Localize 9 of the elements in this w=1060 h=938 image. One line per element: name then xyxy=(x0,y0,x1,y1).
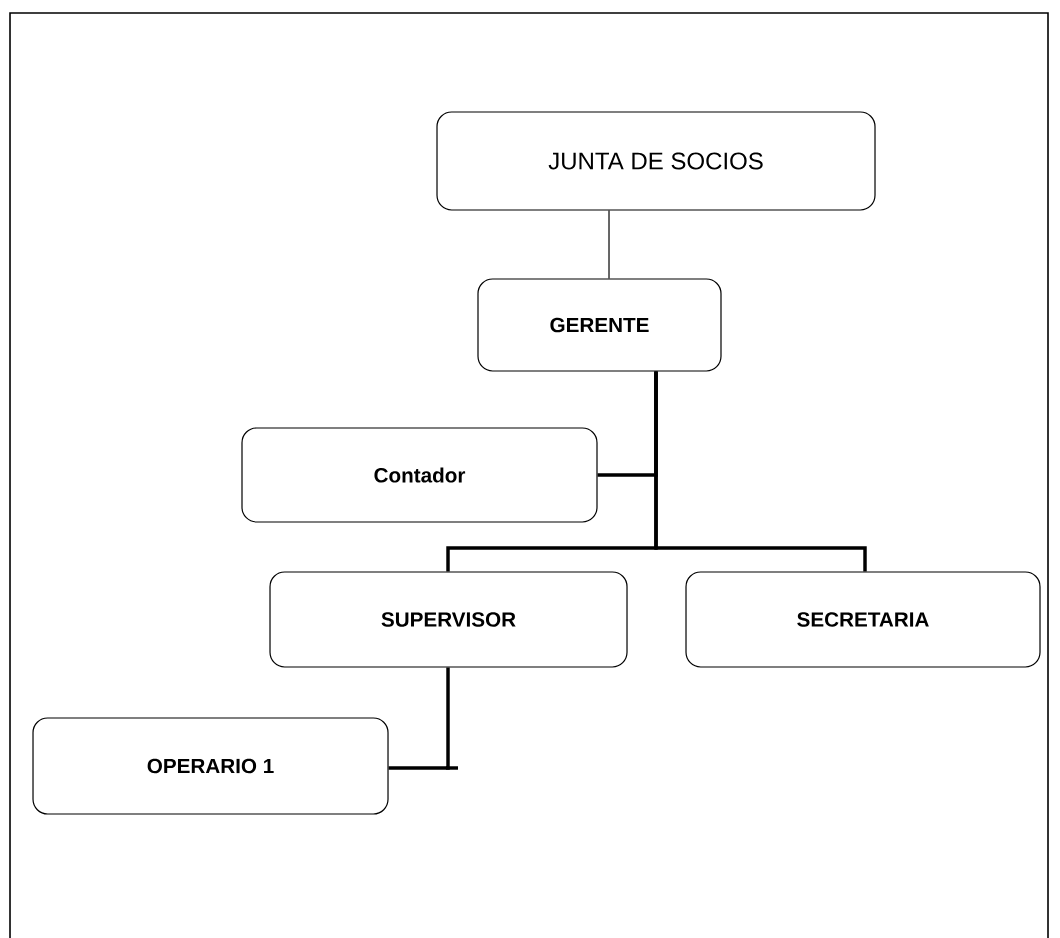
org-box: SECRETARIA xyxy=(685,571,1041,668)
org-box: GERENTE xyxy=(477,278,722,372)
connector-line xyxy=(388,667,450,770)
connector-line xyxy=(608,210,610,279)
org-box: JUNTA DE SOCIOS xyxy=(436,111,876,211)
org-box: OPERARIO 1 xyxy=(32,717,389,815)
org-box: Contador xyxy=(241,427,598,523)
org-box: SUPERVISOR xyxy=(269,571,628,668)
connector-line xyxy=(654,371,867,572)
